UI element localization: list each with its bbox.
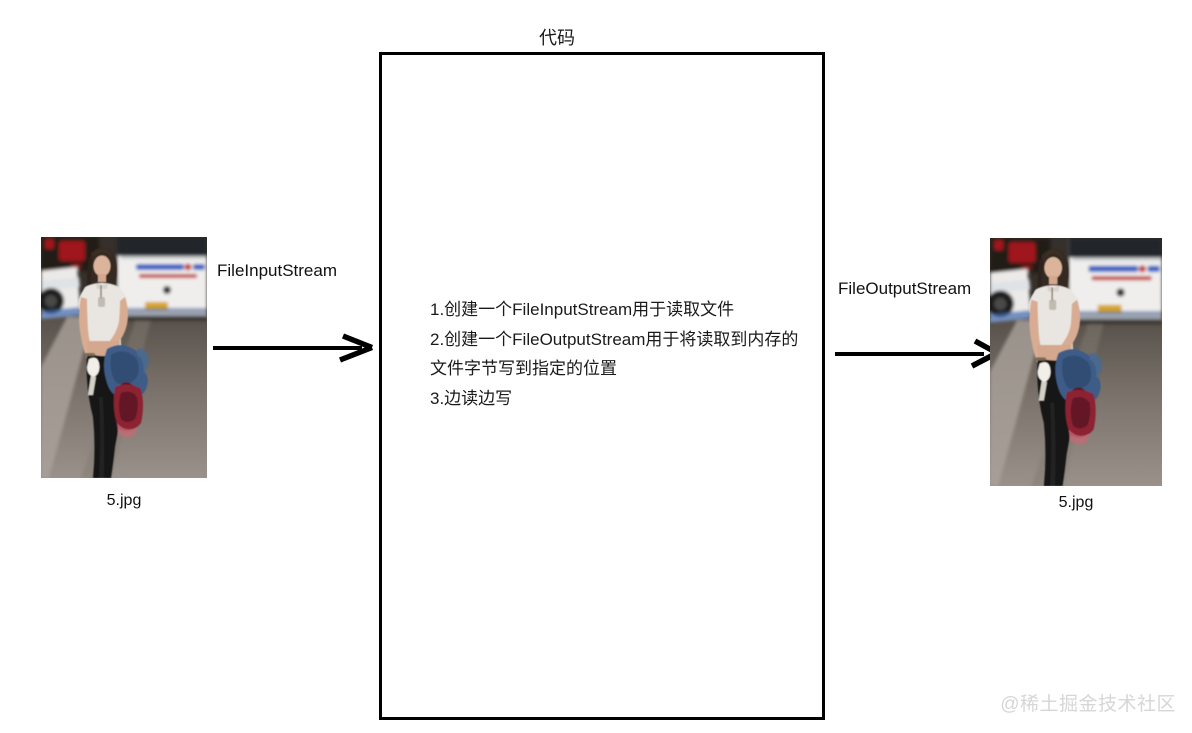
code-line: 3.边读边写 (430, 388, 513, 408)
arrow-right-icon (213, 333, 374, 363)
fileinputstream-label: FileInputStream (217, 261, 337, 280)
code-box-title: 代码 (539, 28, 575, 48)
street-photo-illustration (990, 238, 1162, 486)
fileoutputstream-label: FileOutputStream (838, 279, 972, 298)
code-box (379, 52, 825, 720)
source-image-thumbnail (41, 237, 207, 478)
code-line: 1.创建一个FileInputStream用于读取文件 (430, 300, 735, 319)
code-line: 2.创建一个FileOutputStream用于将读取到内存的 (430, 329, 799, 349)
watermark: @稀土掘金技术社区 (1000, 694, 1176, 715)
code-line: 文件字节写到指定的位置 (430, 359, 617, 378)
code-box-text: 1.创建一个FileInputStream用于读取文件 2.创建一个FileOu… (430, 295, 822, 413)
destination-image-thumbnail (990, 238, 1162, 486)
street-photo-illustration (41, 237, 207, 478)
source-image-caption: 5.jpg (106, 492, 142, 509)
arrow-right-icon (835, 338, 999, 369)
destination-image-caption: 5.jpg (1058, 494, 1094, 511)
